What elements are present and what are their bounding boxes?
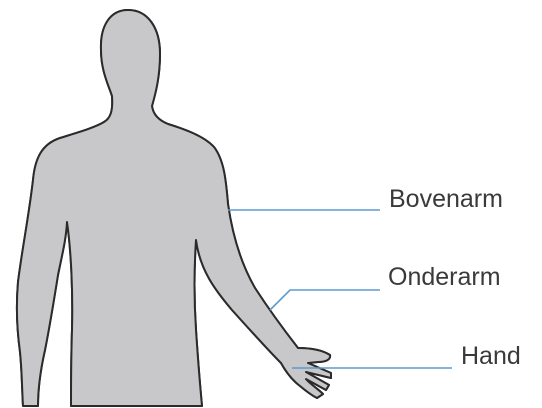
hand-label: Hand <box>461 344 521 369</box>
forearm-leader-line <box>270 290 380 310</box>
upper-arm-label: Bovenarm <box>389 187 503 212</box>
forearm-label: Onderarm <box>388 265 501 290</box>
